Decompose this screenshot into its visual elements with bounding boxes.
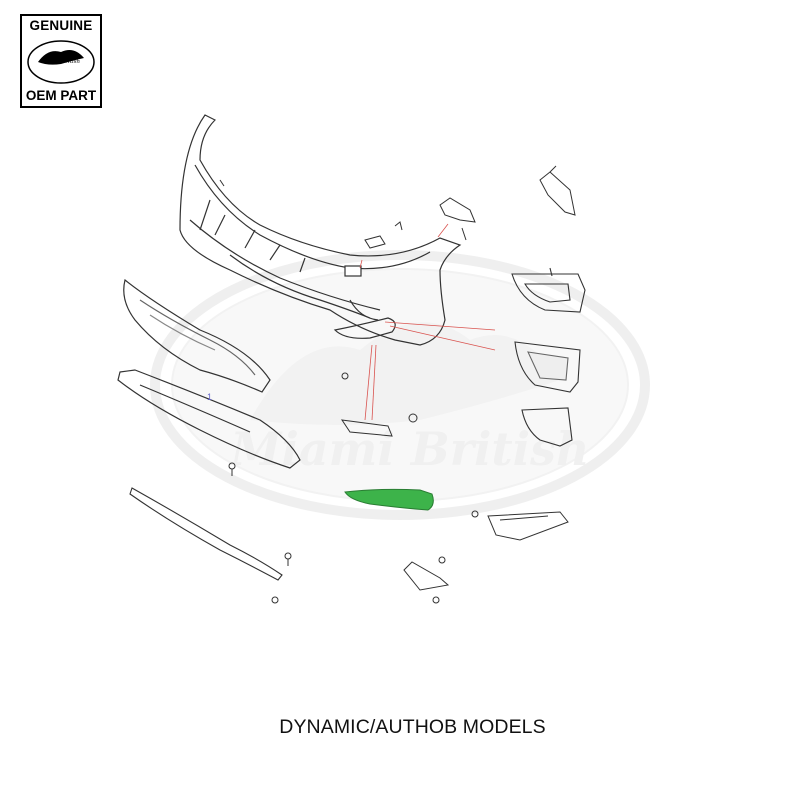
badge-logo-icon <box>27 40 95 84</box>
watermark-logo: Miami British <box>150 250 650 520</box>
lower-center-bracket <box>403 561 450 591</box>
highlighted-finisher-part[interactable] <box>344 488 434 511</box>
badge-top-text: GENUINE <box>29 18 93 33</box>
callout-1: 1 <box>207 392 212 402</box>
tow-eye-cover <box>340 419 393 437</box>
fasteners <box>228 372 479 604</box>
badge-bottom-text: OEM PART <box>25 88 97 103</box>
front-bumper-cover <box>179 114 462 346</box>
lower-valance <box>117 369 301 469</box>
fog-lamp-cover <box>521 407 573 447</box>
fog-lamp-bezel-upper <box>511 267 586 313</box>
mounting-bracket-side <box>539 165 576 216</box>
lower-bracket-right <box>487 511 569 541</box>
lower-grille <box>123 278 271 393</box>
leader-lines <box>359 223 496 421</box>
lower-trim-strip <box>129 487 283 581</box>
bumper-clips <box>219 179 403 249</box>
mounting-bracket-upper <box>439 197 476 241</box>
watermark-text: Miami British <box>228 422 589 476</box>
badge-logo-text: Miami British <box>41 59 81 65</box>
genuine-oem-badge: GENUINE Miami British OEM PART <box>20 14 102 108</box>
fog-lamp-grille <box>514 341 581 393</box>
diagram-caption: DYNAMIC/AUTHOB MODELS <box>279 716 546 738</box>
